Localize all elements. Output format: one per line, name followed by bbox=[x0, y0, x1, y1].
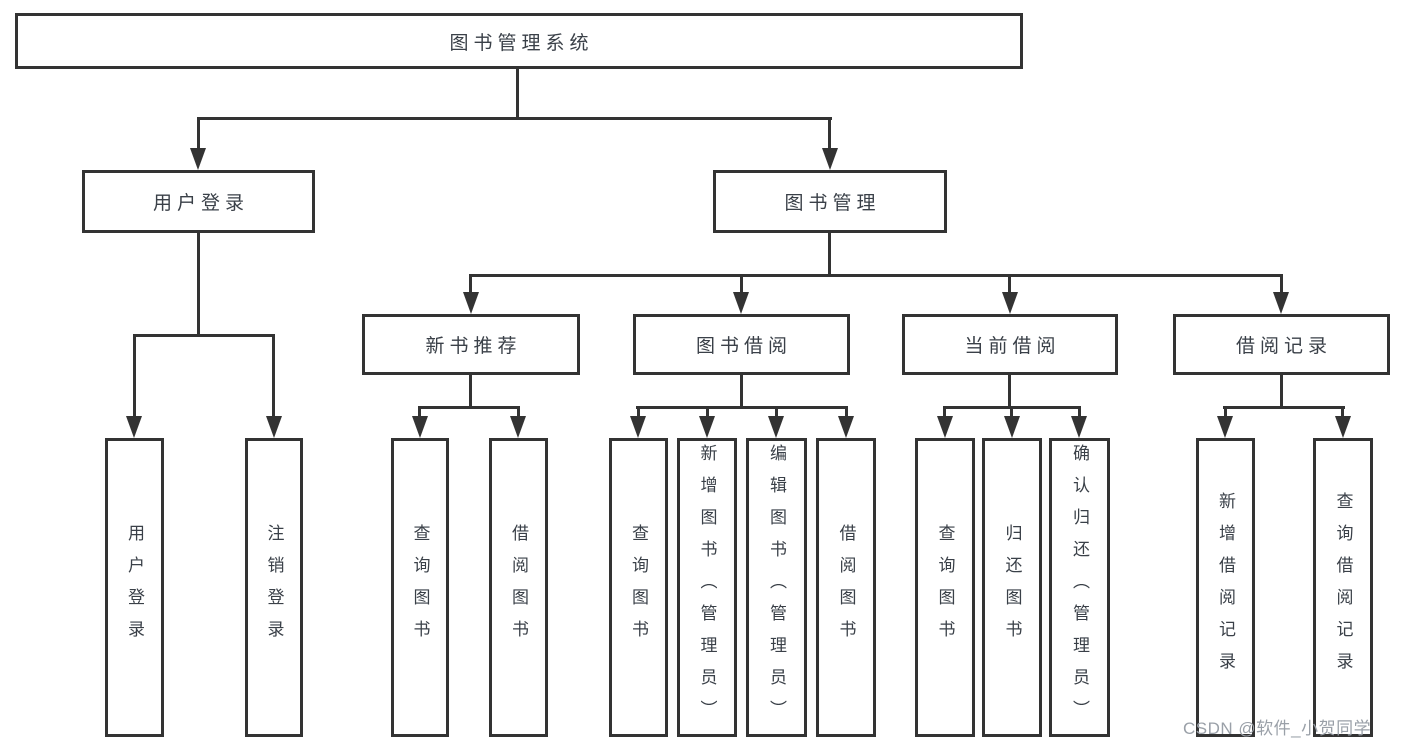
connector-line bbox=[845, 406, 848, 420]
leaf-records-add-record-label: 新增借阅记录 bbox=[1216, 491, 1235, 684]
connector-line bbox=[418, 406, 421, 420]
connector-line bbox=[828, 233, 831, 277]
node-book-borrow-label: 图书借阅 bbox=[695, 336, 792, 357]
leaf-borrow-query-book-label: 查询图书 bbox=[629, 523, 648, 652]
arrowhead-icon bbox=[937, 416, 953, 438]
node-borrow-records: 借阅记录 bbox=[1173, 314, 1390, 375]
connector-line bbox=[740, 375, 743, 409]
node-new-book-recommend-label: 新书推荐 bbox=[425, 336, 522, 357]
connector-line bbox=[636, 406, 848, 409]
leaf-borrow-query-book: 查询图书 bbox=[609, 438, 668, 737]
connector-line bbox=[1223, 406, 1345, 409]
connector-line bbox=[706, 406, 709, 420]
leaf-records-query-record-label: 查询借阅记录 bbox=[1333, 491, 1353, 684]
arrowhead-icon bbox=[699, 416, 715, 438]
connector-line bbox=[1280, 375, 1283, 409]
arrowhead-icon bbox=[463, 292, 479, 314]
connector-line bbox=[469, 274, 472, 296]
leaf-current-query-book: 查询图书 bbox=[915, 438, 975, 737]
node-user-login: 用户登录 bbox=[82, 170, 315, 233]
connector-line bbox=[740, 274, 743, 296]
node-book-borrow: 图书借阅 bbox=[633, 314, 850, 375]
leaf-current-query-book-label: 查询图书 bbox=[935, 523, 955, 652]
leaf-logout: 注销登录 bbox=[245, 438, 303, 737]
connector-line bbox=[516, 69, 519, 120]
leaf-borrow-edit-book-admin: 编辑图书（管理员） bbox=[746, 438, 807, 737]
arrowhead-icon bbox=[126, 416, 142, 438]
leaf-current-return-book-label: 归还图书 bbox=[1002, 523, 1022, 652]
node-book-management: 图书管理 bbox=[713, 170, 947, 233]
arrowhead-icon bbox=[1002, 292, 1018, 314]
arrowhead-icon bbox=[1004, 416, 1020, 438]
leaf-recommend-query-book: 查询图书 bbox=[391, 438, 449, 737]
arrowhead-icon bbox=[768, 416, 784, 438]
connector-line bbox=[418, 406, 520, 409]
connector-line bbox=[775, 406, 778, 420]
leaf-recommend-borrow-book-label: 借阅图书 bbox=[509, 523, 528, 652]
connector-line bbox=[1008, 274, 1011, 296]
leaf-borrow-add-book-admin-label: 新增图书（管理员） bbox=[697, 443, 717, 732]
arrowhead-icon bbox=[266, 416, 282, 438]
connector-line bbox=[828, 117, 831, 152]
connector-line bbox=[133, 334, 136, 420]
csdn-watermark: CSDN @软件_小贺同学 bbox=[1183, 719, 1372, 738]
arrowhead-icon bbox=[630, 416, 646, 438]
arrowhead-icon bbox=[1217, 416, 1233, 438]
leaf-records-add-record: 新增借阅记录 bbox=[1196, 438, 1255, 737]
leaf-logout-label: 注销登录 bbox=[264, 523, 284, 652]
arrowhead-icon bbox=[1335, 416, 1351, 438]
leaf-records-query-record: 查询借阅记录 bbox=[1313, 438, 1373, 737]
arrowhead-icon bbox=[838, 416, 854, 438]
leaf-borrow-borrow-book-label: 借阅图书 bbox=[836, 523, 856, 652]
arrowhead-icon bbox=[733, 292, 749, 314]
leaf-recommend-query-book-label: 查询图书 bbox=[410, 523, 430, 652]
arrowhead-icon bbox=[412, 416, 428, 438]
node-root-label: 图书管理系统 bbox=[449, 32, 594, 54]
connector-line bbox=[1008, 375, 1011, 409]
leaf-user-login: 用户登录 bbox=[105, 438, 164, 737]
connector-line bbox=[1224, 406, 1227, 420]
arrowhead-icon bbox=[822, 148, 838, 170]
leaf-user-login-label: 用户登录 bbox=[125, 523, 144, 652]
node-borrow-records-label: 借阅记录 bbox=[1235, 336, 1332, 357]
arrowhead-icon bbox=[1071, 416, 1087, 438]
node-book-management-label: 图书管理 bbox=[784, 193, 881, 214]
node-current-borrow-label: 当前借阅 bbox=[964, 336, 1061, 357]
connector-line bbox=[517, 406, 520, 420]
node-new-book-recommend: 新书推荐 bbox=[362, 314, 580, 375]
arrowhead-icon bbox=[190, 148, 206, 170]
connector-line bbox=[637, 406, 640, 420]
connector-line bbox=[272, 334, 275, 420]
node-current-borrow: 当前借阅 bbox=[902, 314, 1118, 375]
arrowhead-icon bbox=[1273, 292, 1289, 314]
connector-line bbox=[1341, 406, 1344, 420]
leaf-borrow-add-book-admin: 新增图书（管理员） bbox=[677, 438, 737, 737]
connector-line bbox=[943, 406, 946, 420]
leaf-current-confirm-return-admin: 确认归还（管理员） bbox=[1049, 438, 1110, 737]
leaf-current-confirm-return-admin-label: 确认归还（管理员） bbox=[1070, 443, 1089, 732]
node-root: 图书管理系统 bbox=[15, 13, 1023, 69]
arrowhead-icon bbox=[510, 416, 526, 438]
connector-line bbox=[197, 117, 832, 120]
connector-line bbox=[1078, 406, 1081, 420]
connector-line bbox=[469, 274, 1283, 277]
connector-line bbox=[197, 233, 200, 336]
connector-line bbox=[1280, 274, 1283, 296]
node-user-login-label: 用户登录 bbox=[152, 193, 249, 214]
leaf-recommend-borrow-book: 借阅图书 bbox=[489, 438, 548, 737]
connector-line bbox=[469, 375, 472, 409]
leaf-borrow-borrow-book: 借阅图书 bbox=[816, 438, 876, 737]
connector-line bbox=[197, 117, 200, 152]
connector-line bbox=[1010, 406, 1013, 420]
leaf-borrow-edit-book-admin-label: 编辑图书（管理员） bbox=[767, 443, 786, 732]
leaf-current-return-book: 归还图书 bbox=[982, 438, 1042, 737]
connector-line bbox=[133, 334, 275, 337]
